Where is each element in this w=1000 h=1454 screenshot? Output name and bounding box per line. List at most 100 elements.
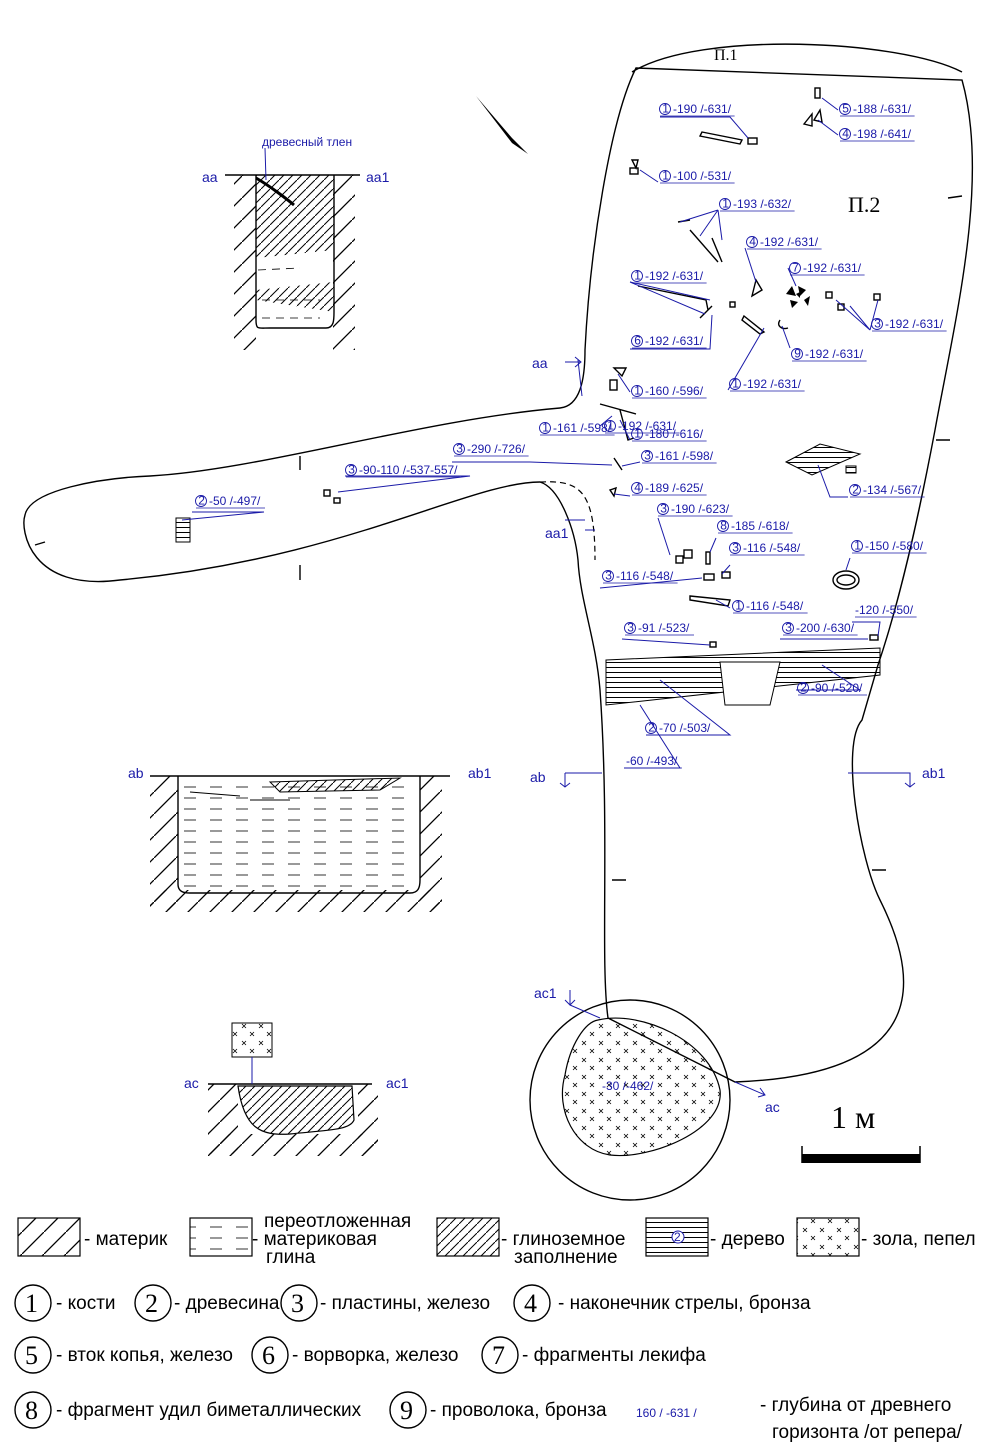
section-aa-plan: aa (532, 355, 548, 371)
depth-label: -192 /-631/ (645, 334, 704, 348)
legend-label-ash: - зола, пепел (861, 1229, 976, 1250)
find-marker-number: 3 (732, 541, 739, 555)
legend-label-clay-2: - материковая (252, 1229, 377, 1250)
legend-find-4: - наконечник стрелы, бронза (558, 1293, 811, 1314)
depth-label: -192 /-631/ (803, 261, 862, 275)
depth-label: -120 /-550/ (855, 603, 914, 617)
depth-label: -188 /-631/ (853, 102, 912, 116)
legend-depth-text-2: горизонта /от репера/ (772, 1422, 963, 1443)
find-marker-circle (539, 422, 551, 434)
ash-sample-box (231, 1022, 273, 1058)
depth-label: -60 /-493/ (626, 754, 678, 768)
find-marker-circle (746, 236, 758, 248)
legend-num-3: 3 (291, 1289, 304, 1318)
find-marker-circle (602, 570, 614, 582)
depth-label: -116 /-548/ (746, 599, 804, 613)
depth-label: -198 /-641/ (853, 127, 912, 141)
legend-num-9: 9 (400, 1396, 413, 1425)
wood-fragment-small (175, 517, 191, 543)
legend-find-8: - фрагмент удил биметаллических (56, 1400, 362, 1421)
legend-label-clay-1: переотложенная (264, 1211, 411, 1232)
legend-num-1: 1 (25, 1289, 38, 1318)
find-marker-circle (453, 443, 465, 455)
depth-label: -90-110 /-537-557/ (359, 463, 458, 477)
wood-fragment (784, 443, 862, 476)
section-ac1-plan: ac1 (534, 985, 557, 1001)
find-marker-circle (729, 542, 741, 554)
find-marker-circle (604, 420, 616, 432)
find-marker-number: 7 (792, 261, 799, 275)
find-marker-circle (782, 622, 794, 634)
legend-circles (14, 1284, 551, 1429)
depth-label: -192 /-631/ (743, 377, 802, 391)
depth-label: -192 /-631/ (805, 347, 864, 361)
legend-num-5: 5 (25, 1341, 38, 1370)
depth-label: -161 /-598/ (553, 421, 612, 435)
depth-label: -189 /-625/ (645, 481, 704, 495)
find-marker-circle (657, 503, 669, 515)
legend-num-8: 8 (25, 1396, 38, 1425)
legend-find-2: - древесина (174, 1293, 280, 1314)
legend-swatch-clay (189, 1217, 253, 1257)
find-marker-circle (729, 378, 741, 390)
find-marker-number: 1 (722, 197, 729, 211)
north-arrow-icon (476, 96, 528, 154)
find-marker-circle (719, 198, 731, 210)
depth-label: -192 /-631/ (618, 419, 677, 433)
find-marker-number: 3 (785, 621, 792, 635)
pit-1-outline (631, 43, 963, 73)
legend-wood-marker: 2 (674, 1230, 681, 1244)
find-marker-number: 1 (634, 269, 641, 283)
find-marker-circle (631, 335, 643, 347)
find-marker-number: 1 (542, 421, 549, 435)
depth-label: -116 /-548/ (616, 569, 674, 583)
legend-find-6: - ворворка, железо (292, 1345, 458, 1366)
legend-label-clay-3: глина (266, 1247, 316, 1268)
lekythos-fragments (786, 286, 810, 308)
section-markers (559, 356, 916, 1098)
legend-swatch-ash (796, 1217, 860, 1257)
find-marker-number: 8 (720, 519, 727, 533)
section-aa1-right: aa1 (366, 169, 390, 185)
depth-label: -161 /-598/ (655, 449, 714, 463)
depth-label: -200 /-630/ (796, 621, 855, 635)
leader-lines (181, 97, 881, 769)
section-ab1-plan: ab1 (922, 765, 946, 781)
depth-label: -192 /-631/ (645, 269, 704, 283)
depth-label: -50 /-497/ (209, 494, 261, 508)
find-marker-number: 1 (735, 599, 742, 613)
legend-swatch-bedrock (17, 1217, 81, 1257)
depth-label: -100 /-531/ (673, 169, 732, 183)
find-marker-number: 3 (605, 569, 612, 583)
depth-label: -150 /-580/ (865, 539, 924, 553)
depth-label: -91 /-523/ (638, 621, 690, 635)
legend-label-fill-1: - глиноземное (501, 1229, 625, 1250)
section-aa1-plan: aa1 (545, 525, 569, 541)
find-marker-number: 3 (874, 317, 881, 331)
ash-pit-circle (529, 999, 731, 1201)
depth-label: -192 /-631/ (885, 317, 944, 331)
depth-label: -192 /-631/ (760, 235, 819, 249)
find-marker-number: 4 (634, 481, 641, 495)
find-marker-number: 1 (662, 102, 669, 116)
profile-aa (225, 147, 360, 350)
legend-swatches (17, 1217, 860, 1257)
profile-note: древесный тлен (262, 135, 352, 149)
legend-depth-text-1: - глубина от древнего (760, 1395, 951, 1416)
find-marker-number: 2 (198, 494, 205, 508)
legend-swatch-fill (436, 1217, 500, 1257)
legend-find-7: - фрагменты лекифа (522, 1345, 706, 1366)
find-marker-circle (345, 464, 357, 476)
find-marker-number: 4 (842, 127, 849, 141)
legend-find-1: - кости (56, 1293, 116, 1314)
grave-outline (23, 67, 974, 1083)
find-marker-number: 1 (607, 419, 614, 433)
find-marker-circle (631, 270, 643, 282)
pit-1-label: П.1 (714, 47, 738, 64)
scale-label: 1 м (831, 1099, 875, 1135)
section-ac-left: ac (184, 1075, 199, 1091)
find-marker-number: 1 (634, 384, 641, 398)
depth-label: -116 /-548/ (743, 541, 801, 555)
legend-num-2: 2 (145, 1289, 158, 1318)
find-marker-circle (871, 318, 883, 330)
